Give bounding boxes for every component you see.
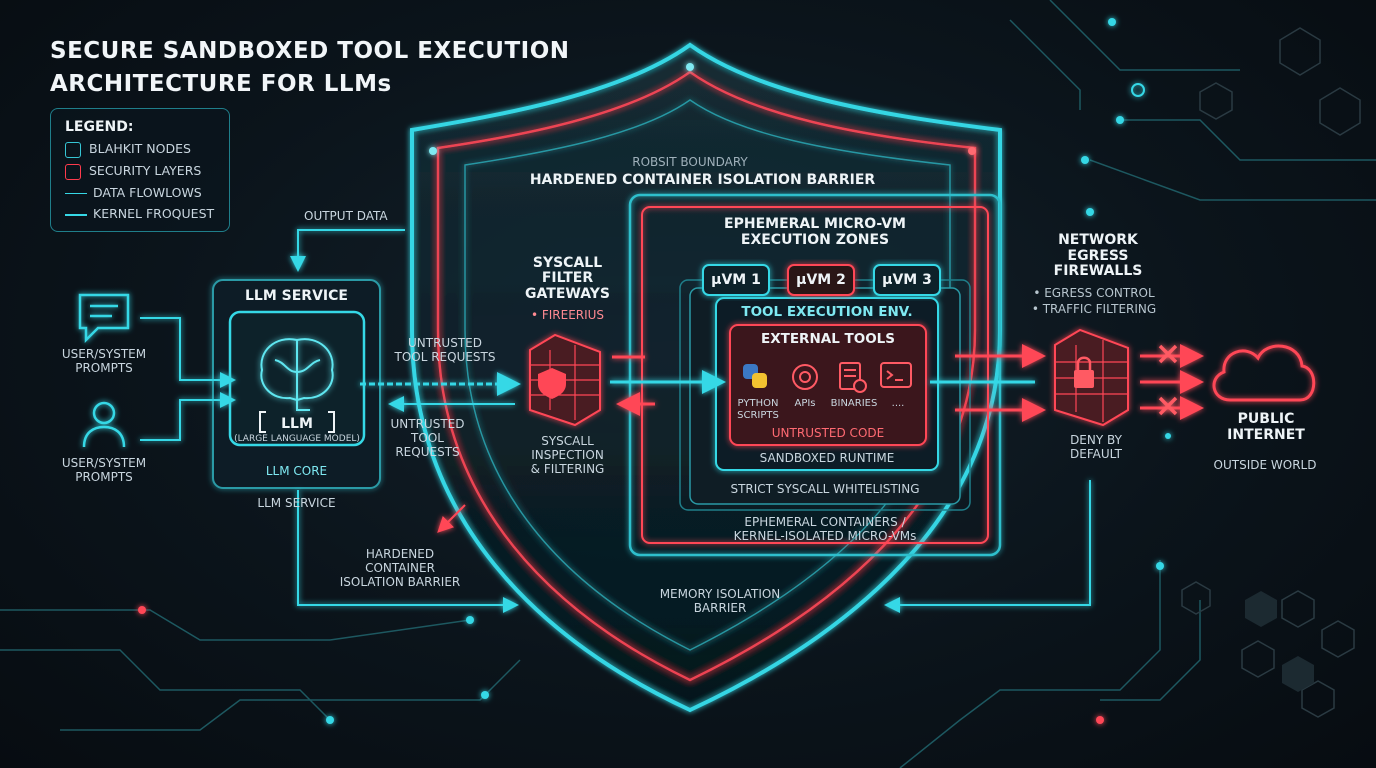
memory-isolation-label: MEMORY ISOLATION BARRIER bbox=[659, 587, 781, 615]
microvm-tabs bbox=[702, 264, 941, 296]
deny-by-default-label: DENY BY DEFAULT bbox=[1070, 433, 1122, 461]
prompt-label-2: USER/SYSTEM PROMPTS bbox=[61, 456, 147, 484]
output-data-label: OUTPUT DATA bbox=[304, 209, 388, 223]
legend-item-security: SECURITY LAYERS bbox=[65, 163, 201, 180]
syscall-whitelist-label: STRICT SYSCALL WHITELISTING bbox=[730, 482, 920, 496]
security-swatch-icon bbox=[65, 163, 81, 180]
llm-service-footer: LLM SERVICE bbox=[257, 496, 336, 510]
page-title: SECURE SANDBOXED TOOL EXECUTION ARCHITEC… bbox=[50, 35, 570, 102]
legend-item-kernel: KERNEL FROQUEST bbox=[65, 206, 214, 221]
prompt-label-1: USER/SYSTEM PROMPTS bbox=[61, 347, 147, 375]
shield-boundary-label: ROBSIT BOUNDARY bbox=[632, 155, 748, 169]
tab-uvm-1[interactable]: µVM 1 bbox=[711, 272, 761, 288]
egress-control-item: • EGRESS CONTROL bbox=[1033, 286, 1155, 300]
terminal-icon bbox=[880, 362, 912, 388]
tab-uvm-3[interactable]: µVM 3 bbox=[882, 272, 932, 288]
shield-rivets bbox=[429, 63, 976, 155]
tool-apis-label: APIs bbox=[794, 398, 816, 409]
legend-item-nodes: BLAHKIT NODES bbox=[65, 141, 191, 158]
title-line-1: SECURE SANDBOXED TOOL EXECUTION bbox=[50, 38, 570, 64]
egress-firewall-header: NETWORK EGRESS FIREWALLS bbox=[1053, 232, 1143, 280]
llm-brackets bbox=[259, 411, 335, 433]
llm-core-subtitle: (LARGE LANGUAGE MODEL) bbox=[234, 434, 360, 444]
red-flow-lines bbox=[437, 344, 1204, 533]
node-swatch-icon bbox=[65, 141, 81, 158]
public-internet-label: PUBLIC INTERNET bbox=[1227, 411, 1305, 444]
python-icon bbox=[743, 364, 767, 388]
llm-service-header: LLM SERVICE bbox=[245, 288, 348, 304]
circuit-nodes bbox=[138, 18, 1171, 724]
shield-barrier-label: HARDENED CONTAINER ISOLATION BARRIER bbox=[529, 172, 876, 188]
flow-lines bbox=[140, 229, 1091, 613]
untrusted-requests-out-label: UNTRUSTED TOOL REQUESTS bbox=[390, 417, 465, 459]
thin-arrow-icon bbox=[65, 193, 87, 194]
tool-env-label: TOOL EXECUTION ENV. bbox=[741, 304, 913, 320]
title-line-2: ARCHITECTURE FOR LLMs bbox=[50, 71, 392, 98]
llm-core-label: LLM CORE bbox=[265, 464, 328, 478]
outside-world-label: OUTSIDE WORLD bbox=[1213, 458, 1317, 472]
traffic-filtering-item: • TRAFFIC FILTERING bbox=[1031, 302, 1157, 316]
egress-firewall-icon bbox=[1054, 328, 1129, 427]
hex-pattern bbox=[1181, 27, 1361, 718]
external-tools-label: EXTERNAL TOOLS bbox=[761, 331, 895, 347]
syscall-footer: SYSCALL INSPECTION & FILTERING bbox=[530, 434, 605, 476]
binaries-icon bbox=[839, 362, 867, 393]
cloud-icon bbox=[1212, 344, 1316, 402]
chat-bubble-icon bbox=[78, 293, 130, 344]
syscall-subtitle: • FIREERIUS bbox=[530, 308, 605, 322]
hex-pattern-filled bbox=[1245, 591, 1314, 692]
tool-more-label: .... bbox=[891, 398, 905, 409]
block-x-icons bbox=[1158, 344, 1178, 416]
microvm-zone bbox=[628, 193, 1002, 557]
llm-core-title: LLM bbox=[281, 416, 313, 432]
tool-binaries-label: BINARIES bbox=[830, 398, 878, 409]
untrusted-requests-in-label: UNTRUSTED TOOL REQUESTS bbox=[394, 336, 496, 364]
untrusted-code-label: UNTRUSTED CODE bbox=[771, 426, 885, 440]
tool-python-label: PYTHON SCRIPTS bbox=[737, 398, 779, 421]
sandboxed-runtime-label: SANDBOXED RUNTIME bbox=[759, 451, 895, 465]
legend-item-dataflow: DATA FLOWLOWS bbox=[65, 185, 202, 200]
legend-heading: LEGEND: bbox=[65, 119, 134, 135]
ephemeral-containers-label: EPHEMERAL CONTAINERS / KERNEL-ISOLATED M… bbox=[733, 515, 917, 543]
user-icon bbox=[82, 401, 126, 448]
legend: LEGEND: BLAHKIT NODES SECURITY LAYERS DA… bbox=[50, 108, 230, 232]
tab-uvm-2[interactable]: µVM 2 bbox=[796, 272, 846, 288]
gear-icon bbox=[792, 364, 818, 390]
brain-icon bbox=[260, 338, 334, 411]
microvm-header: EPHEMERAL MICRO-VM EXECUTION ZONES bbox=[724, 216, 906, 249]
syscall-firewall-icon bbox=[529, 333, 601, 427]
barrier-note-label: HARDENED CONTAINER ISOLATION BARRIER bbox=[339, 547, 461, 589]
syscall-header: SYSCALL FILTER GATEWAYS bbox=[525, 255, 610, 302]
thick-arrow-icon bbox=[65, 213, 87, 216]
